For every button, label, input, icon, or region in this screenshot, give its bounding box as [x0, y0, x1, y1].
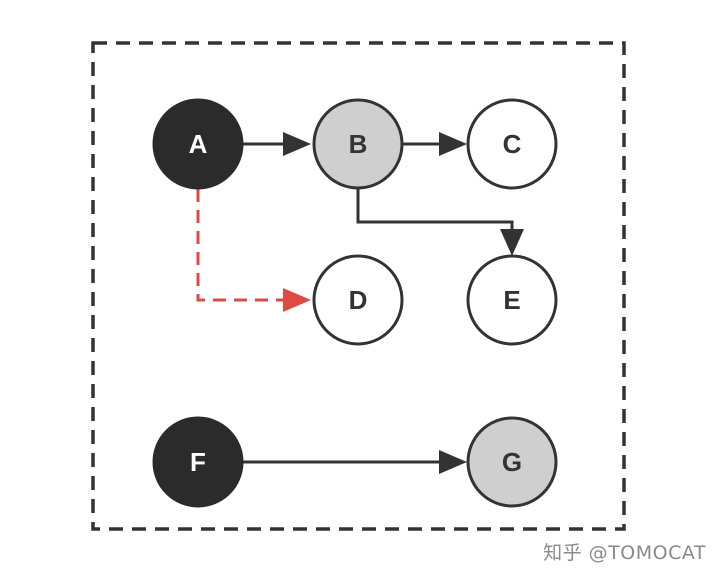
node-c: C: [466, 98, 558, 190]
node-f-label: F: [190, 447, 206, 477]
node-c-label: C: [503, 129, 522, 159]
node-e-circle: [466, 254, 558, 346]
node-d-label: D: [349, 285, 368, 315]
node-f-circle: [152, 416, 244, 508]
edge-b-e: [356, 189, 524, 256]
boundary-box: [91, 41, 626, 531]
edge-b-c: [403, 132, 467, 156]
node-b-label: B: [349, 129, 368, 159]
node-g: G: [466, 416, 558, 508]
node-a-label: A: [189, 129, 208, 159]
node-d: D: [312, 254, 404, 346]
node-f: F: [152, 416, 244, 508]
node-e-label: E: [503, 285, 520, 315]
watermark: 知乎 @TOMOCAT: [543, 542, 706, 564]
node-b: B: [312, 98, 404, 190]
edge-a-b: [243, 132, 311, 156]
node-c-circle: [466, 98, 558, 190]
node-e: E: [466, 254, 558, 346]
node-g-label: G: [502, 447, 522, 477]
node-d-circle: [312, 254, 404, 346]
edge-f-g: [243, 450, 467, 474]
node-a-circle: [152, 98, 244, 190]
node-g-circle: [466, 416, 558, 508]
node-a: A: [152, 98, 244, 190]
node-b-circle: [312, 98, 404, 190]
edge-a-d: [196, 189, 311, 312]
